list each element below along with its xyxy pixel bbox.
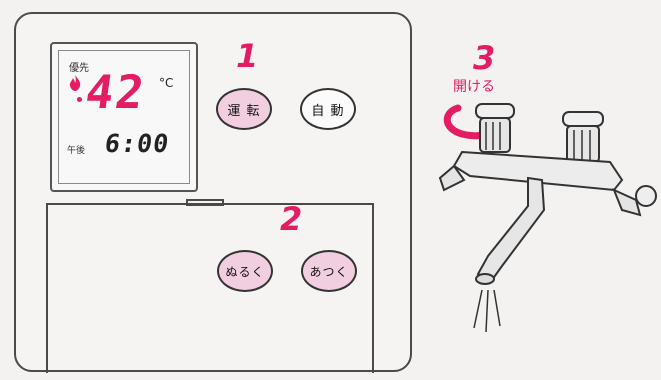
- lcd-frame: 優先 42 °C 午後 6:00: [58, 50, 190, 184]
- indicator-dot: [77, 97, 82, 102]
- auto-button[interactable]: 自 動: [300, 88, 356, 130]
- cooler-button[interactable]: ぬるく: [217, 250, 273, 292]
- step-1-number: 1: [236, 37, 259, 75]
- cover-tab: [186, 199, 224, 206]
- step-2-number: 2: [280, 200, 303, 238]
- temperature-value: 42: [82, 65, 150, 119]
- open-label: 開ける: [453, 79, 495, 95]
- lcd-display: 優先 42 °C 午後 6:00: [50, 42, 198, 192]
- hotter-button[interactable]: あつく: [301, 250, 357, 292]
- step-3-number: 3: [473, 39, 496, 77]
- panel-cover[interactable]: [46, 203, 374, 373]
- faucet-illustration: [438, 103, 657, 333]
- flame-icon: [69, 75, 81, 91]
- priority-label: 優先: [69, 63, 89, 74]
- clock-time: 6:00: [102, 129, 172, 158]
- run-button[interactable]: 運 転: [216, 88, 272, 130]
- pm-label: 午後: [67, 146, 86, 156]
- temperature-unit: °C: [159, 76, 174, 90]
